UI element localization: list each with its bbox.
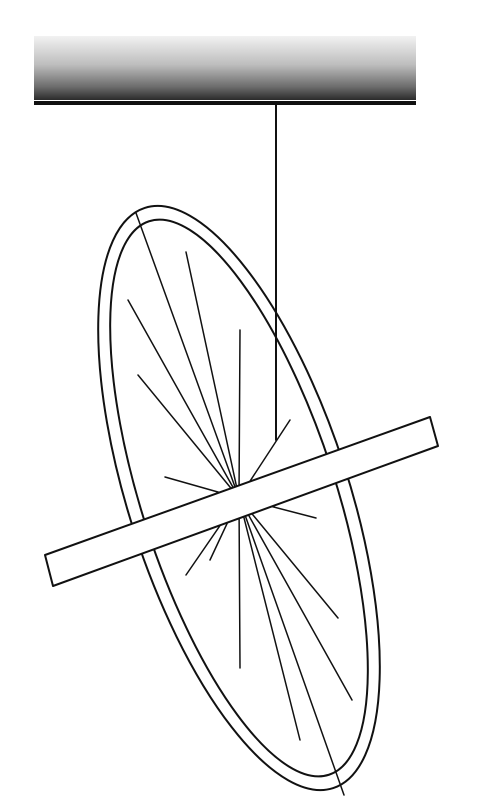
wheel-spokes	[127, 212, 353, 796]
ceiling-support	[34, 36, 416, 105]
axle-rod	[44, 416, 439, 587]
